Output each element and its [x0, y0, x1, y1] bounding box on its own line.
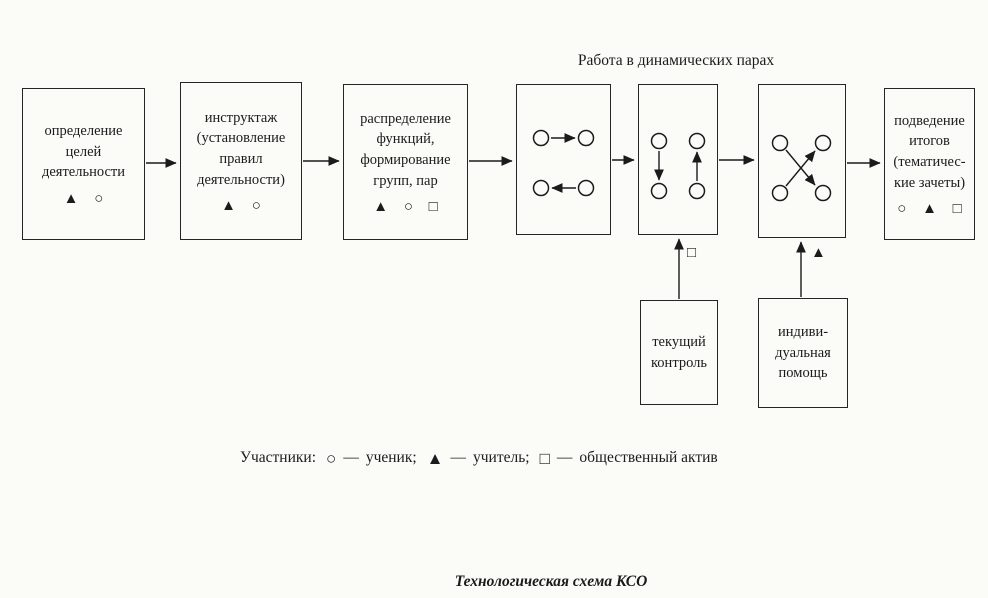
pair-cross-diagram [771, 134, 832, 202]
support-text: индиви- дуальная помощь [775, 324, 831, 382]
student-circle [650, 132, 668, 150]
legend-item-public-activ: □ — общественный актив [540, 449, 718, 467]
student-circle [577, 129, 595, 147]
legend-item-student: ○ — ученик; [326, 449, 417, 467]
legend-dash: — [450, 449, 467, 466]
student-circle [532, 129, 550, 147]
step-text: подведение итогов (тематичес- кие зачеты… [893, 112, 966, 191]
student-icon: ○ [897, 201, 907, 218]
step-text: определение целей деятельности [41, 123, 125, 181]
step-box-results: подведение итогов (тематичес- кие зачеты… [884, 88, 975, 240]
step-text: инструктаж (установление правил деятельн… [196, 109, 286, 188]
legend-label: общественный актив [579, 449, 718, 466]
pair-work-box-cross [758, 84, 846, 238]
support-text: текущий контроль [651, 333, 707, 371]
student-circle [771, 184, 789, 202]
student-icon: ○ [326, 448, 337, 468]
dynamic-pairs-label: Работа в динамических парах [577, 52, 775, 69]
participant-icons: ▲ ○ □ [367, 200, 443, 215]
step-box-distribution: распределение функций, формирование груп… [343, 84, 468, 240]
student-circle [688, 182, 706, 200]
legend: Участники: ○ — ученик; ▲ — учитель; □ — … [240, 449, 718, 467]
student-circle [814, 184, 832, 202]
teacher-icon: ▲ [63, 190, 79, 207]
student-circle [577, 179, 595, 197]
public-activ-icon: □ [428, 199, 438, 216]
student-icon: ○ [403, 199, 413, 216]
cross-arrow-up-right [785, 150, 816, 187]
student-icon: ○ [251, 198, 261, 215]
student-circle [771, 134, 789, 152]
legend-label: учитель; [473, 449, 530, 466]
legend-prefix: Участники: [240, 449, 317, 466]
student-icon: ○ [94, 190, 104, 207]
teacher-icon: ▲ [373, 199, 389, 216]
legend-item-teacher: ▲ — учитель; [427, 449, 530, 467]
pair-work-box-rotation [638, 84, 718, 235]
teacher-icon: ▲ [811, 245, 826, 261]
step-box-goal-setting: определение целей деятельности ▲ ○ [22, 88, 145, 240]
figure-caption: Технологическая схема КСО [454, 573, 648, 590]
public-activ-icon: □ [539, 448, 550, 468]
public-activ-icon: □ [687, 245, 697, 261]
legend-dash: — [556, 449, 573, 466]
pair-work-box-exchange [516, 84, 611, 235]
participant-icons: ○ ▲ □ [891, 202, 967, 217]
student-circle [814, 134, 832, 152]
support-box-control: текущий контроль [640, 300, 718, 405]
pair-rotation-diagram [650, 132, 706, 200]
student-circle [532, 179, 550, 197]
teacher-icon: ▲ [426, 448, 444, 468]
teacher-icon: ▲ [221, 198, 237, 215]
step-text: распределение функций, формирование груп… [360, 110, 451, 189]
teacher-icon: ▲ [922, 201, 937, 218]
legend-dash: — [343, 449, 359, 466]
pair-exchange-diagram [532, 129, 595, 197]
participant-icons: ▲ ○ [215, 199, 267, 214]
participant-icons: ▲ ○ [58, 190, 110, 207]
support-box-help: индиви- дуальная помощь [758, 298, 848, 408]
legend-label: ученик; [365, 449, 417, 466]
student-circle [688, 132, 706, 150]
public-activ-icon: □ [952, 201, 962, 218]
step-box-briefing: инструктаж (установление правил деятельн… [180, 82, 302, 240]
student-circle [650, 182, 668, 200]
